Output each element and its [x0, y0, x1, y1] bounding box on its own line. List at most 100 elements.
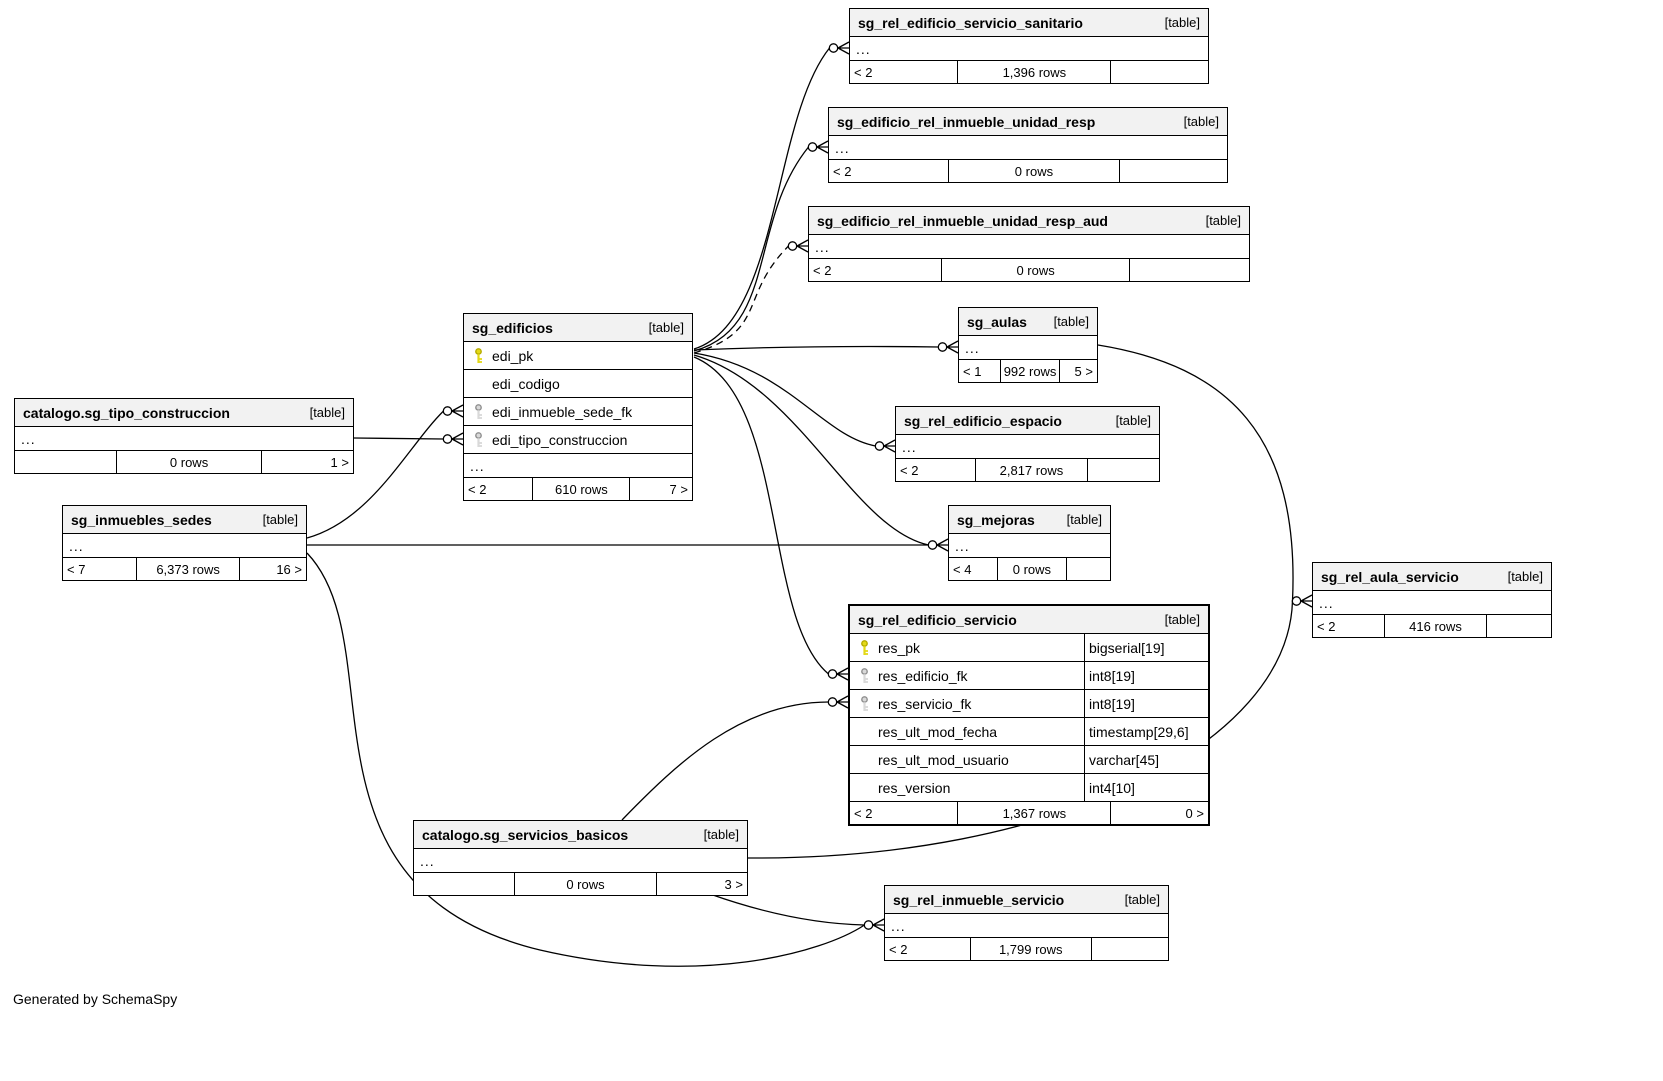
table-header[interactable]: sg_rel_edificio_servicio[table] [850, 606, 1208, 634]
column-type: bigserial[19] [1084, 634, 1208, 661]
incoming-relationship-count: < 1 [963, 363, 982, 379]
table-header[interactable]: sg_aulas[table] [959, 308, 1097, 336]
column-main: edi_pk [464, 342, 692, 369]
table-name: sg_rel_edificio_espacio [904, 412, 1062, 429]
column-type: varchar[45] [1084, 746, 1208, 773]
relationship-edge [353, 437, 444, 440]
row-count: 6,373 rows [135, 558, 241, 580]
column-name: edi_codigo [492, 375, 560, 392]
column-type: timestamp[29,6] [1084, 718, 1208, 745]
column-row: edi_tipo_construccion [464, 426, 692, 454]
relationship-edge [693, 352, 876, 447]
table-header[interactable]: catalogo.sg_tipo_construccion[table] [15, 399, 353, 427]
outgoing-relationship-count: 5 > [1074, 363, 1093, 379]
crowfoot-zero-or-many-icon [807, 140, 829, 154]
column-name: edi_tipo_construccion [492, 431, 628, 448]
outgoing-relationship-count: 0 > [1185, 805, 1204, 821]
table-header[interactable]: sg_edificio_rel_inmueble_unidad_resp [tab… [829, 108, 1227, 136]
outgoing-relationship-count: 16 > [276, 561, 302, 577]
relationship-edge [693, 146, 810, 352]
row-count: 610 rows [532, 478, 631, 500]
relationship-edge [693, 345, 939, 351]
primary-key-slot [856, 639, 872, 656]
incoming-relationship-count: < 2 [900, 462, 919, 478]
table-header[interactable]: sg_inmuebles_sedes[table] [63, 506, 306, 534]
row-count: 0 rows [997, 558, 1067, 580]
collapsed-columns-ellipsis: ... [63, 534, 306, 558]
relationship-edge [693, 47, 831, 350]
table-name: sg_edificio_rel_inmueble_unidad_resp [837, 113, 1096, 130]
table-footer: < 1 992 rows 5 > [959, 360, 1097, 382]
collapsed-columns-ellipsis: ... [809, 235, 1249, 259]
table-name: sg_mejoras [957, 511, 1035, 528]
row-count: 0 rows [941, 259, 1131, 281]
table-header[interactable]: sg_rel_inmueble_servicio[table] [885, 886, 1168, 914]
row-count: 0 rows [948, 160, 1120, 182]
column-main: res_ult_mod_fecha [850, 718, 1084, 745]
table-type-tag: [table] [1507, 569, 1543, 584]
relationship-edge [306, 410, 444, 539]
relationship-edge [693, 354, 929, 546]
relationship-edge [709, 893, 865, 926]
crowfoot-zero-or-many-icon [827, 667, 849, 681]
table-header[interactable]: catalogo.sg_servicios_basicos[table] [414, 821, 747, 849]
crowfoot-zero-or-many-icon [937, 340, 959, 354]
relationship-edge [621, 701, 829, 821]
incoming-relationship-count [414, 873, 514, 895]
foreign-key-icon [474, 431, 482, 447]
incoming-relationship-count: < 2 [833, 163, 852, 179]
outgoing-relationship-count [1067, 558, 1110, 580]
column-row: res_ult_mod_fecha timestamp[29,6] [850, 718, 1208, 746]
column-main: edi_tipo_construccion [464, 426, 692, 453]
table-tipo_construccion: catalogo.sg_tipo_construccion[table]...0… [14, 398, 354, 474]
table-header[interactable]: sg_rel_edificio_espacio[table] [896, 407, 1159, 435]
table-footer: < 2 2,817 rows [896, 459, 1159, 481]
incoming-relationship-count: < 4 [953, 561, 972, 577]
table-type-tag: [table] [1205, 213, 1241, 228]
row-count: 2,817 rows [974, 459, 1088, 481]
table-header[interactable]: sg_edificios[table] [464, 314, 692, 342]
table-servicios_basicos: catalogo.sg_servicios_basicos[table]...0… [413, 820, 748, 896]
column-name: edi_inmueble_sede_fk [492, 403, 633, 420]
collapsed-columns-ellipsis: ... [829, 136, 1227, 160]
incoming-relationship-count [15, 451, 116, 473]
collapsed-columns-ellipsis: ... [414, 849, 747, 873]
column-main: edi_codigo [464, 370, 692, 397]
row-count: 992 rows [1000, 360, 1060, 382]
table-header[interactable]: sg_rel_edificio_servicio_sanitario[table… [850, 9, 1208, 37]
foreign-key-slot [856, 667, 872, 684]
column-name: res_edificio_fk [878, 667, 968, 684]
foreign-key-slot [470, 403, 486, 420]
relationship-edge [1097, 344, 1294, 602]
table-footer: < 2 1,367 rows 0 > [850, 802, 1208, 824]
table-header[interactable]: sg_edificio_rel_inmueble_unidad_resp_aud… [809, 207, 1249, 235]
table-type-tag: [table] [1183, 114, 1219, 129]
column-name: res_ult_mod_fecha [878, 723, 998, 740]
table-name: sg_edificio_rel_inmueble_unidad_resp_aud [817, 212, 1108, 229]
column-main: res_pk [850, 634, 1084, 661]
primary-key-icon [860, 639, 868, 655]
column-type: int4[10] [1084, 774, 1208, 801]
column-main: res_servicio_fk [850, 690, 1084, 717]
table-header[interactable]: sg_mejoras [table] [949, 506, 1110, 534]
row-count: 1,367 rows [957, 802, 1112, 824]
column-type: int8[19] [1084, 662, 1208, 689]
crowfoot-zero-or-many-icon [442, 404, 464, 418]
table-type-tag: [table] [1066, 512, 1102, 527]
incoming-relationship-count: < 2 [854, 805, 873, 821]
collapsed-columns-ellipsis: ... [1313, 591, 1551, 615]
column-row: edi_pk [464, 342, 692, 370]
outgoing-relationship-count: 3 > [724, 876, 743, 892]
table-type-tag: [table] [1164, 612, 1200, 627]
column-type: int8[19] [1084, 690, 1208, 717]
table-type-tag: [table] [703, 827, 739, 842]
relationship-edge [693, 245, 789, 354]
foreign-key-icon [860, 667, 868, 683]
row-count: 416 rows [1384, 615, 1487, 637]
column-name: res_version [878, 779, 951, 796]
table-header[interactable]: sg_rel_aula_servicio[table] [1313, 563, 1551, 591]
